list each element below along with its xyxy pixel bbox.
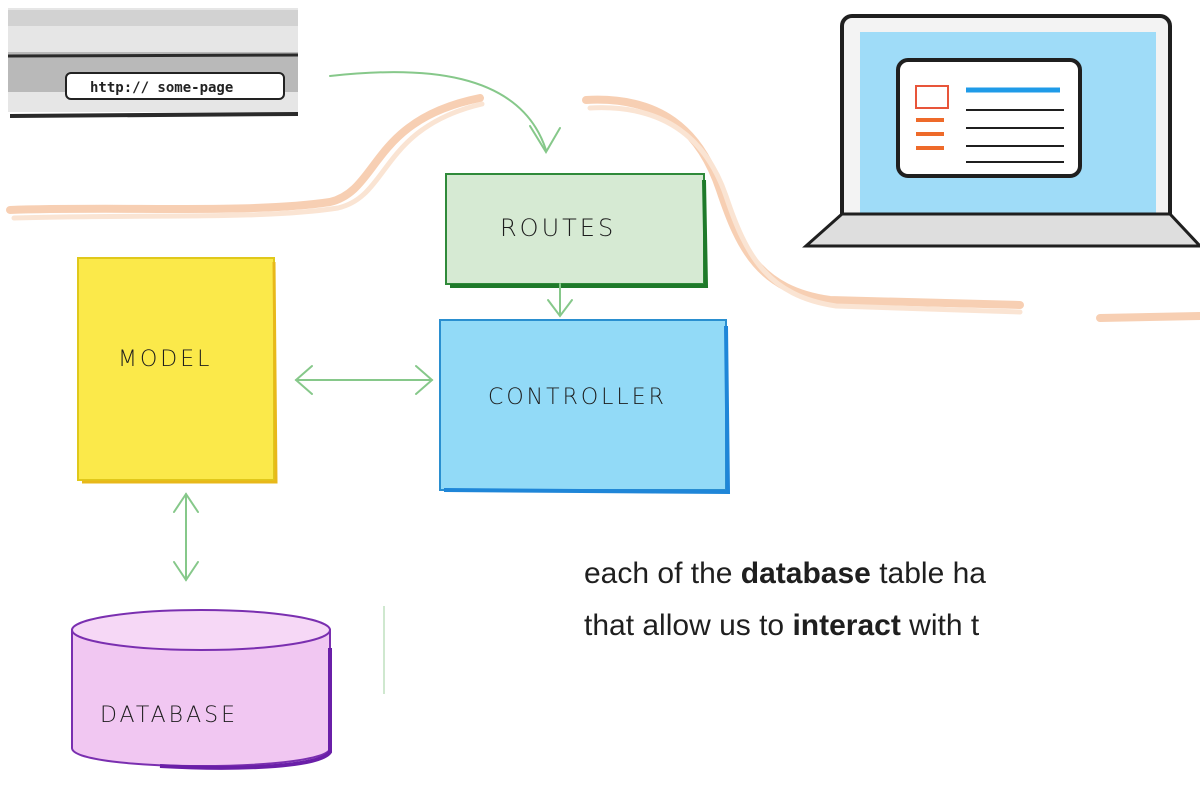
laptop-icon [802, 14, 1200, 248]
flow-path [6, 94, 1200, 322]
url-field[interactable] [65, 72, 285, 100]
keyword-interact: interact [792, 609, 901, 642]
controller-box: CONTROLLER [439, 319, 731, 495]
controller-label: CONTROLLER [488, 385, 667, 410]
routes-label: ROUTES [500, 214, 616, 242]
browser-bar: http:// some-page [7, 8, 299, 118]
caption: each of the database table ha that allow… [584, 548, 1200, 652]
caption-line-1: each of the database table ha [584, 557, 986, 590]
model-label: MODEL [118, 347, 212, 372]
url-to-routes-arrow [329, 71, 561, 154]
url-text: http:// some-page [90, 80, 233, 96]
database-label: DATABASE [100, 703, 238, 728]
routes-to-controller-arrow [547, 283, 573, 318]
model-database-arrow [173, 492, 199, 582]
model-controller-arrow [294, 365, 434, 395]
database-cylinder: DATABASE [71, 609, 332, 770]
model-box: MODEL [77, 257, 278, 484]
keyword-database: database [740, 557, 871, 590]
caption-line-2: that allow us to interact with t [584, 609, 980, 642]
routes-box: ROUTES [445, 173, 709, 288]
